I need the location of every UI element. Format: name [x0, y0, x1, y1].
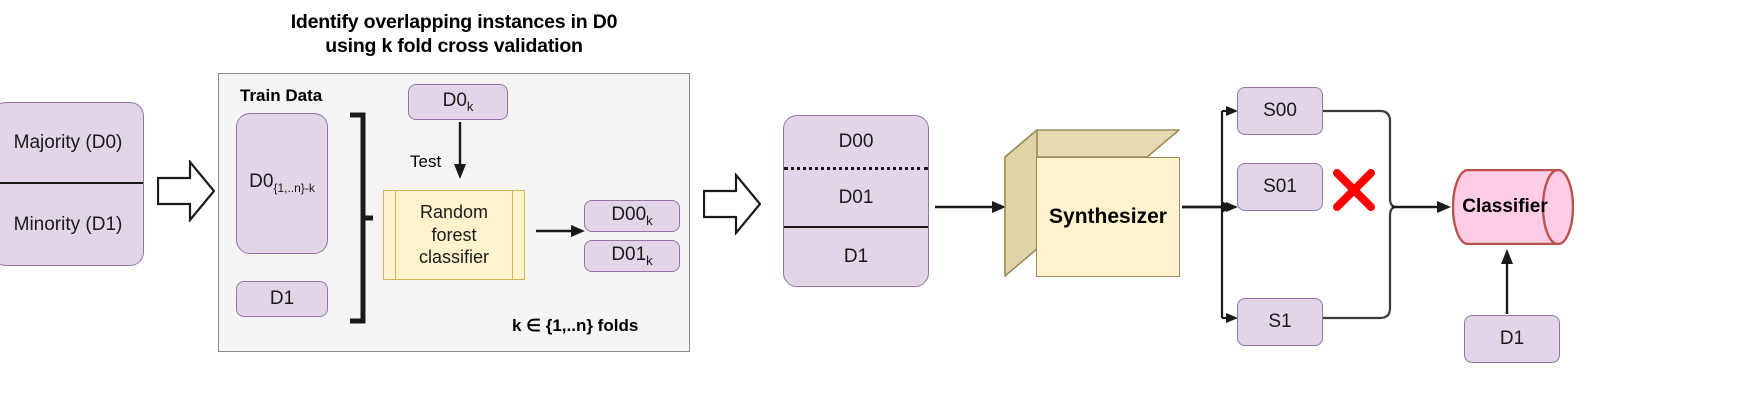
d1-train-label: D1: [269, 288, 295, 310]
test-edge-label: Test: [410, 152, 442, 171]
process-bar-left-icon: [395, 191, 396, 279]
synthetic-node-s1[interactable]: S1: [1237, 298, 1323, 346]
band-d1: D1: [843, 246, 869, 267]
rf-line-2: forest: [431, 224, 477, 245]
diagram-title-line-2: using k fold cross validation: [325, 35, 583, 58]
s00-label: S00: [1263, 100, 1297, 122]
dataset-to-synthesizer-arrow-icon: [935, 200, 1007, 214]
classifier-label: Classifier: [1462, 196, 1548, 217]
reject-cross-icon: [1330, 166, 1378, 214]
block-arrow-icon-2: [703, 173, 761, 235]
d0-train-label: D0{1,..n}-k: [249, 171, 315, 196]
classifier-face: Classifier: [1452, 169, 1558, 245]
d0-train-fold-box[interactable]: D0{1,..n}-k: [236, 113, 328, 254]
d0k-test-fold-box[interactable]: D0k: [408, 84, 508, 120]
train-data-label: Train Data: [240, 86, 323, 105]
synthesizer-cube[interactable]: Synthesizer: [1004, 129, 1180, 277]
random-forest-classifier-box[interactable]: Random forest classifier: [383, 190, 525, 280]
d00k-output-box[interactable]: D00k: [584, 200, 680, 232]
d01k-output-box[interactable]: D01k: [584, 240, 680, 272]
synthetic-node-s00[interactable]: S00: [1237, 87, 1323, 135]
random-forest-label: Random forest classifier: [405, 201, 503, 269]
d1-train-box[interactable]: D1: [236, 281, 328, 317]
band-d00: D00: [784, 116, 928, 170]
d0k-base: D0: [442, 89, 467, 111]
rf-line-1: Random: [419, 202, 489, 223]
d0-train-subscript: {1,..n}-k: [273, 181, 315, 195]
diagram-title: Identify overlapping instances in D0 usi…: [218, 10, 690, 59]
train-data-bracket: [348, 112, 374, 324]
d01k-label: D01k: [611, 244, 652, 269]
merge-to-classifier-arrow-icon: [1392, 200, 1452, 214]
s01-label: S01: [1263, 176, 1297, 198]
input-dataset-box[interactable]: Majority (D0) Minority (D1): [0, 102, 144, 266]
synthetic-node-s01[interactable]: S01: [1237, 163, 1323, 211]
rf-line-3: classifier: [418, 247, 489, 268]
d0-train-base: D0: [249, 171, 274, 193]
block-arrow-icon-1: [157, 160, 215, 222]
synthesizer-face: Synthesizer: [1036, 157, 1180, 277]
d0k-subscript: k: [466, 98, 474, 114]
d00k-label: D00k: [611, 204, 652, 229]
synthesizer-label: Synthesizer: [1049, 205, 1167, 228]
d01k-base: D01: [611, 243, 647, 265]
test-arrow-icon: [452, 122, 468, 180]
minority-label: Minority (D1): [13, 213, 123, 235]
diagram-title-line-1: Identify overlapping instances in D0: [290, 11, 618, 33]
partitioned-dataset-box[interactable]: D00 D01 D1: [783, 115, 929, 287]
minority-feed-label: D1: [1499, 328, 1525, 350]
s1-label: S1: [1268, 311, 1292, 333]
d0k-label: D0k: [443, 90, 474, 115]
d01k-subscript: k: [646, 252, 653, 268]
minority-feed-box[interactable]: D1: [1464, 315, 1560, 363]
process-bar-right-icon: [512, 191, 513, 279]
classifier-cylinder[interactable]: Classifier: [1452, 169, 1574, 245]
band-d01: D01: [784, 170, 928, 228]
majority-label: Majority (D0): [0, 103, 143, 184]
folds-label: k ∈ {1,..n} folds: [512, 316, 639, 335]
minority-feed-arrow-icon: [1500, 248, 1514, 314]
d00k-base: D00: [611, 203, 647, 225]
rf-output-arrow-icon: [536, 224, 586, 238]
d00k-subscript: k: [646, 212, 653, 228]
